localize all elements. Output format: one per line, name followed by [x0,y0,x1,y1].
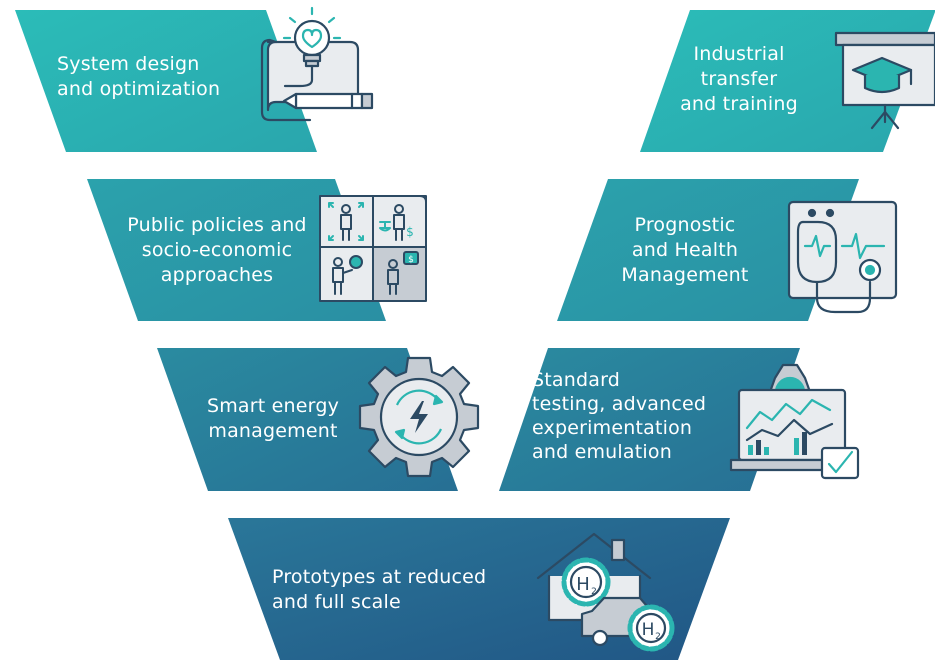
panel-label-system-design: System design and optimization [57,53,221,100]
lightbulb-blueprint-icon [260,6,374,122]
panel-prognostic [557,179,859,321]
graduation-board-icon [834,31,935,130]
gear-lightning-icon [358,356,480,478]
panel-label-prognostic: Prognostic and Health Management [621,214,749,286]
panel-label-prototypes: Prototypes at reduced and full scale [272,566,487,613]
panel-label-public-policies: Public policies and socio-economic appro… [127,214,307,286]
panel-standard-testing [499,348,800,491]
panel-label-industrial-transfer: Industrial transfer and training [680,43,798,115]
panel-label-smart-energy: Smart energy management [206,395,340,442]
house-car-hydrogen-icon [536,532,675,652]
h2-house-sub: 2 [591,587,597,597]
h2-house-label: H [576,574,590,595]
panel-public-policies [87,179,386,321]
h2-car-sub: 2 [655,632,661,642]
stethoscope-monitor-icon [787,200,898,314]
people-grid-dollar-2: $ [408,255,414,265]
people-grid-dollar-1: $ [406,225,414,239]
laptop-chart-icon [729,363,860,480]
panel-system-design [15,10,317,152]
people-grid-icon [319,195,427,302]
h2-car-label: H [642,620,655,640]
panel-label-standard-testing: Standard testing, advanced experimentati… [532,369,707,463]
